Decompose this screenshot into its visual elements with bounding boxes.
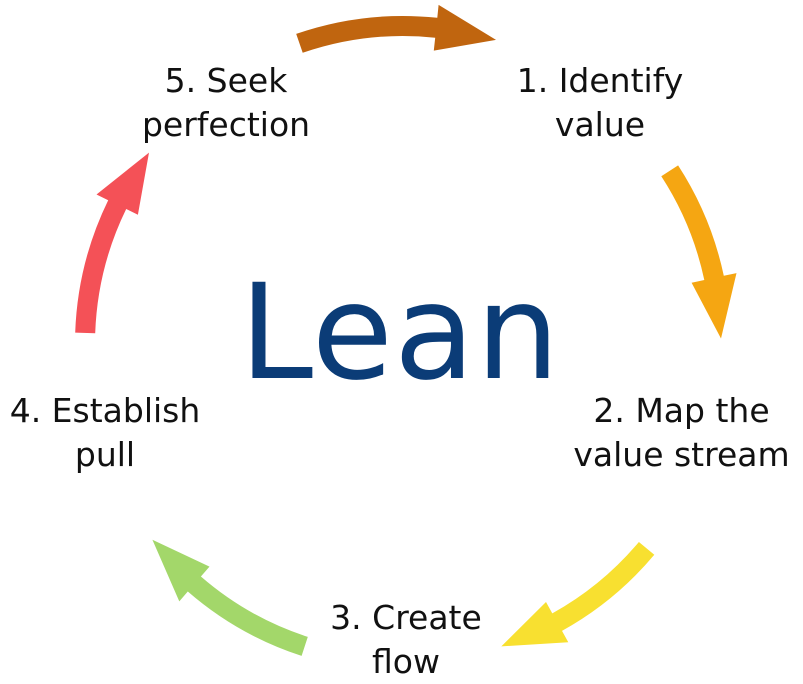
- step-label-line: 2. Map the: [593, 391, 770, 430]
- step-label-line: 5. Seek: [164, 61, 288, 100]
- step-label-seek-perfection: 5. Seek perfection: [96, 59, 356, 147]
- step-label-map-value-stream: 2. Map the value stream: [560, 389, 803, 477]
- arrow-seek-perfection-icon: [75, 152, 149, 334]
- step-label-line: 1. Identify: [516, 61, 684, 100]
- center-title: Lean: [239, 256, 561, 410]
- step-label-line: pull: [74, 435, 136, 474]
- step-label-identify-value: 1. Identify value: [470, 59, 730, 147]
- step-label-establish-pull: 4. Establish pull: [0, 389, 210, 477]
- arrow-identify-value-icon: [296, 4, 496, 53]
- step-label-line: value stream: [573, 435, 790, 474]
- step-label-line: flow: [372, 642, 440, 681]
- step-label-line: 4. Establish: [9, 391, 201, 430]
- arrow-map-value-stream-icon: [661, 165, 737, 339]
- step-label-line: perfection: [141, 105, 311, 144]
- step-label-line: 3. Create: [330, 598, 482, 637]
- step-label-create-flow: 3. Create flow: [276, 596, 536, 684]
- step-label-line: value: [554, 105, 646, 144]
- arrow-create-flow-icon: [501, 542, 655, 647]
- arrow-establish-pull-icon: [152, 539, 308, 656]
